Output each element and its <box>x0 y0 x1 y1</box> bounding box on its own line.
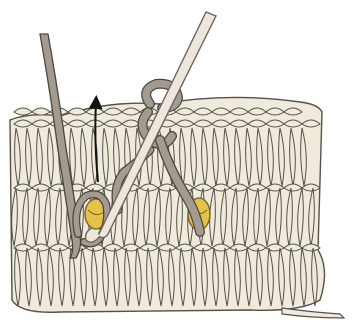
stitch-top-loop <box>32 108 50 115</box>
yarn-tail <box>282 308 344 318</box>
stitch-top-loop <box>14 108 32 115</box>
